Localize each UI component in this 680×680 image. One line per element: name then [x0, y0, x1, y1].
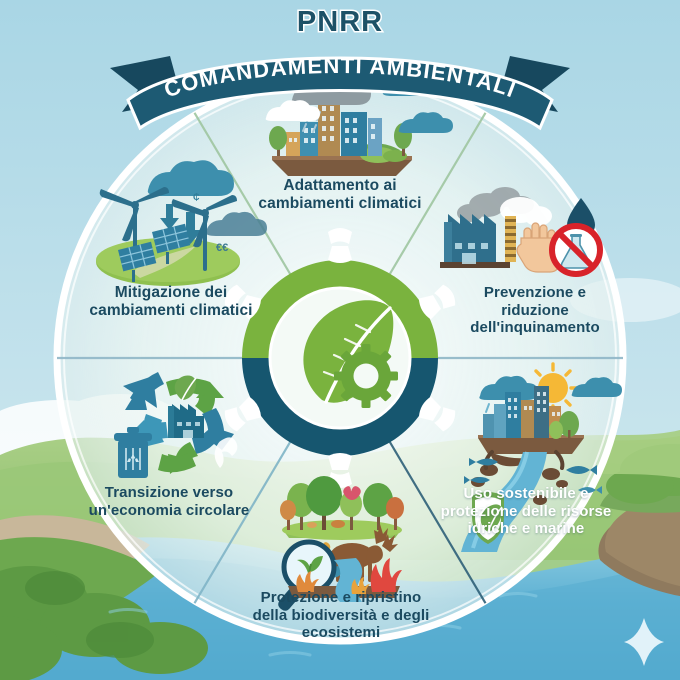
fish	[464, 476, 490, 484]
wind-turbine	[171, 195, 237, 271]
city-skyline	[286, 100, 382, 156]
coral	[370, 558, 402, 592]
factory	[440, 214, 510, 268]
gear-icon	[334, 344, 398, 408]
leaf-gear-emblem	[303, 300, 398, 408]
svg-text:₵: ₵	[193, 192, 200, 202]
tree	[269, 123, 412, 156]
fish	[469, 458, 498, 466]
icon-recycling-economy	[114, 372, 238, 478]
butterfly	[343, 486, 361, 500]
fish	[566, 465, 597, 475]
svg-text:€€: €€	[216, 242, 228, 254]
factory	[168, 404, 204, 438]
segment-label-mitigazione: Mitigazione dei cambiamenti climatici	[89, 284, 253, 320]
segment-label-inquinamento: Prevenzione e riduzione dell'inquinament…	[470, 284, 600, 337]
fish	[578, 486, 602, 494]
wind-turbine	[99, 187, 169, 265]
sparkle-icon	[624, 618, 664, 666]
icon-forest-deer-coral	[278, 476, 404, 611]
segment-label-biodiversita: Protezione e ripristino della biodiversi…	[252, 589, 430, 642]
segment-label-adattamento: Adattamento ai cambiamenti climatici	[258, 177, 422, 213]
no-chemicals-icon	[549, 223, 603, 277]
page-title: PNRR	[295, 5, 384, 40]
coral	[351, 577, 370, 594]
coral	[296, 571, 319, 592]
chimney	[505, 216, 516, 262]
icon-factory-stop-hand	[440, 187, 603, 277]
dove-icon	[214, 437, 238, 468]
icon-river-city-fish-shield	[461, 362, 622, 552]
city-skyline	[483, 386, 561, 438]
solar-panel	[118, 223, 191, 282]
segment-label-economia-circolare: Transizione verso un'economia circolare	[88, 484, 250, 519]
segment-label-risorse-idriche: Uso sostenibile e protezione delle risor…	[440, 485, 612, 538]
icon-wind-turbines-solar-co2: ₵ €€	[96, 160, 267, 286]
hub-helm	[224, 228, 456, 488]
recycling-bin	[114, 427, 152, 478]
shield-leaf-icon	[472, 492, 504, 544]
